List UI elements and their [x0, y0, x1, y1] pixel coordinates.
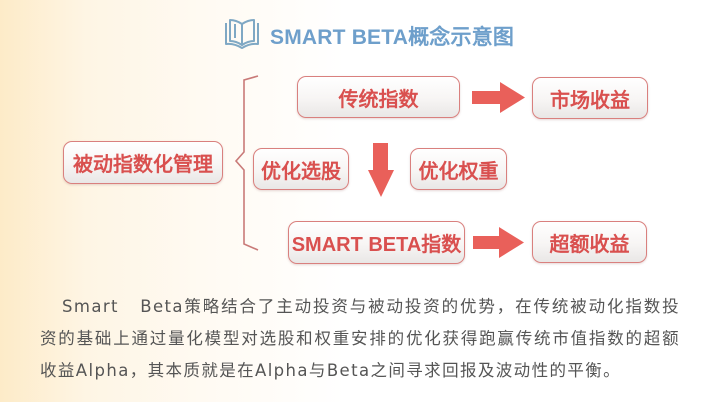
description-paragraph: Smart Beta策略结合了主动投资与被动投资的优势，在传统被动化指数投资的基… — [40, 297, 680, 380]
bracket — [234, 75, 259, 251]
down-arrow-icon — [368, 143, 394, 197]
node-excess-return: 超额收益 — [532, 221, 647, 263]
node-optimize-stock-selection: 优化选股 — [253, 148, 349, 190]
node-label: 传统指数 — [338, 88, 419, 111]
node-label: 优化选股 — [261, 160, 341, 183]
node-label: 超额收益 — [549, 233, 630, 256]
title-text: SMART BETA概念示意图 — [270, 26, 515, 49]
right-arrow-icon — [473, 227, 524, 258]
diagram-title: SMART BETA概念示意图 — [222, 18, 514, 54]
node-label: 市场收益 — [550, 89, 630, 112]
node-smart-beta-index: SMART BETA指数 — [288, 221, 465, 264]
node-optimize-weight: 优化权重 — [410, 148, 507, 190]
book-icon — [222, 17, 262, 55]
node-market-return: 市场收益 — [532, 77, 648, 119]
node-label: 被动指数化管理 — [73, 154, 213, 176]
node-passive-index-management: 被动指数化管理 — [63, 141, 223, 184]
node-traditional-index: 传统指数 — [297, 76, 460, 118]
node-label: SMART BETA指数 — [291, 234, 462, 256]
node-label: 优化权重 — [418, 160, 499, 183]
right-arrow-icon — [472, 82, 525, 113]
